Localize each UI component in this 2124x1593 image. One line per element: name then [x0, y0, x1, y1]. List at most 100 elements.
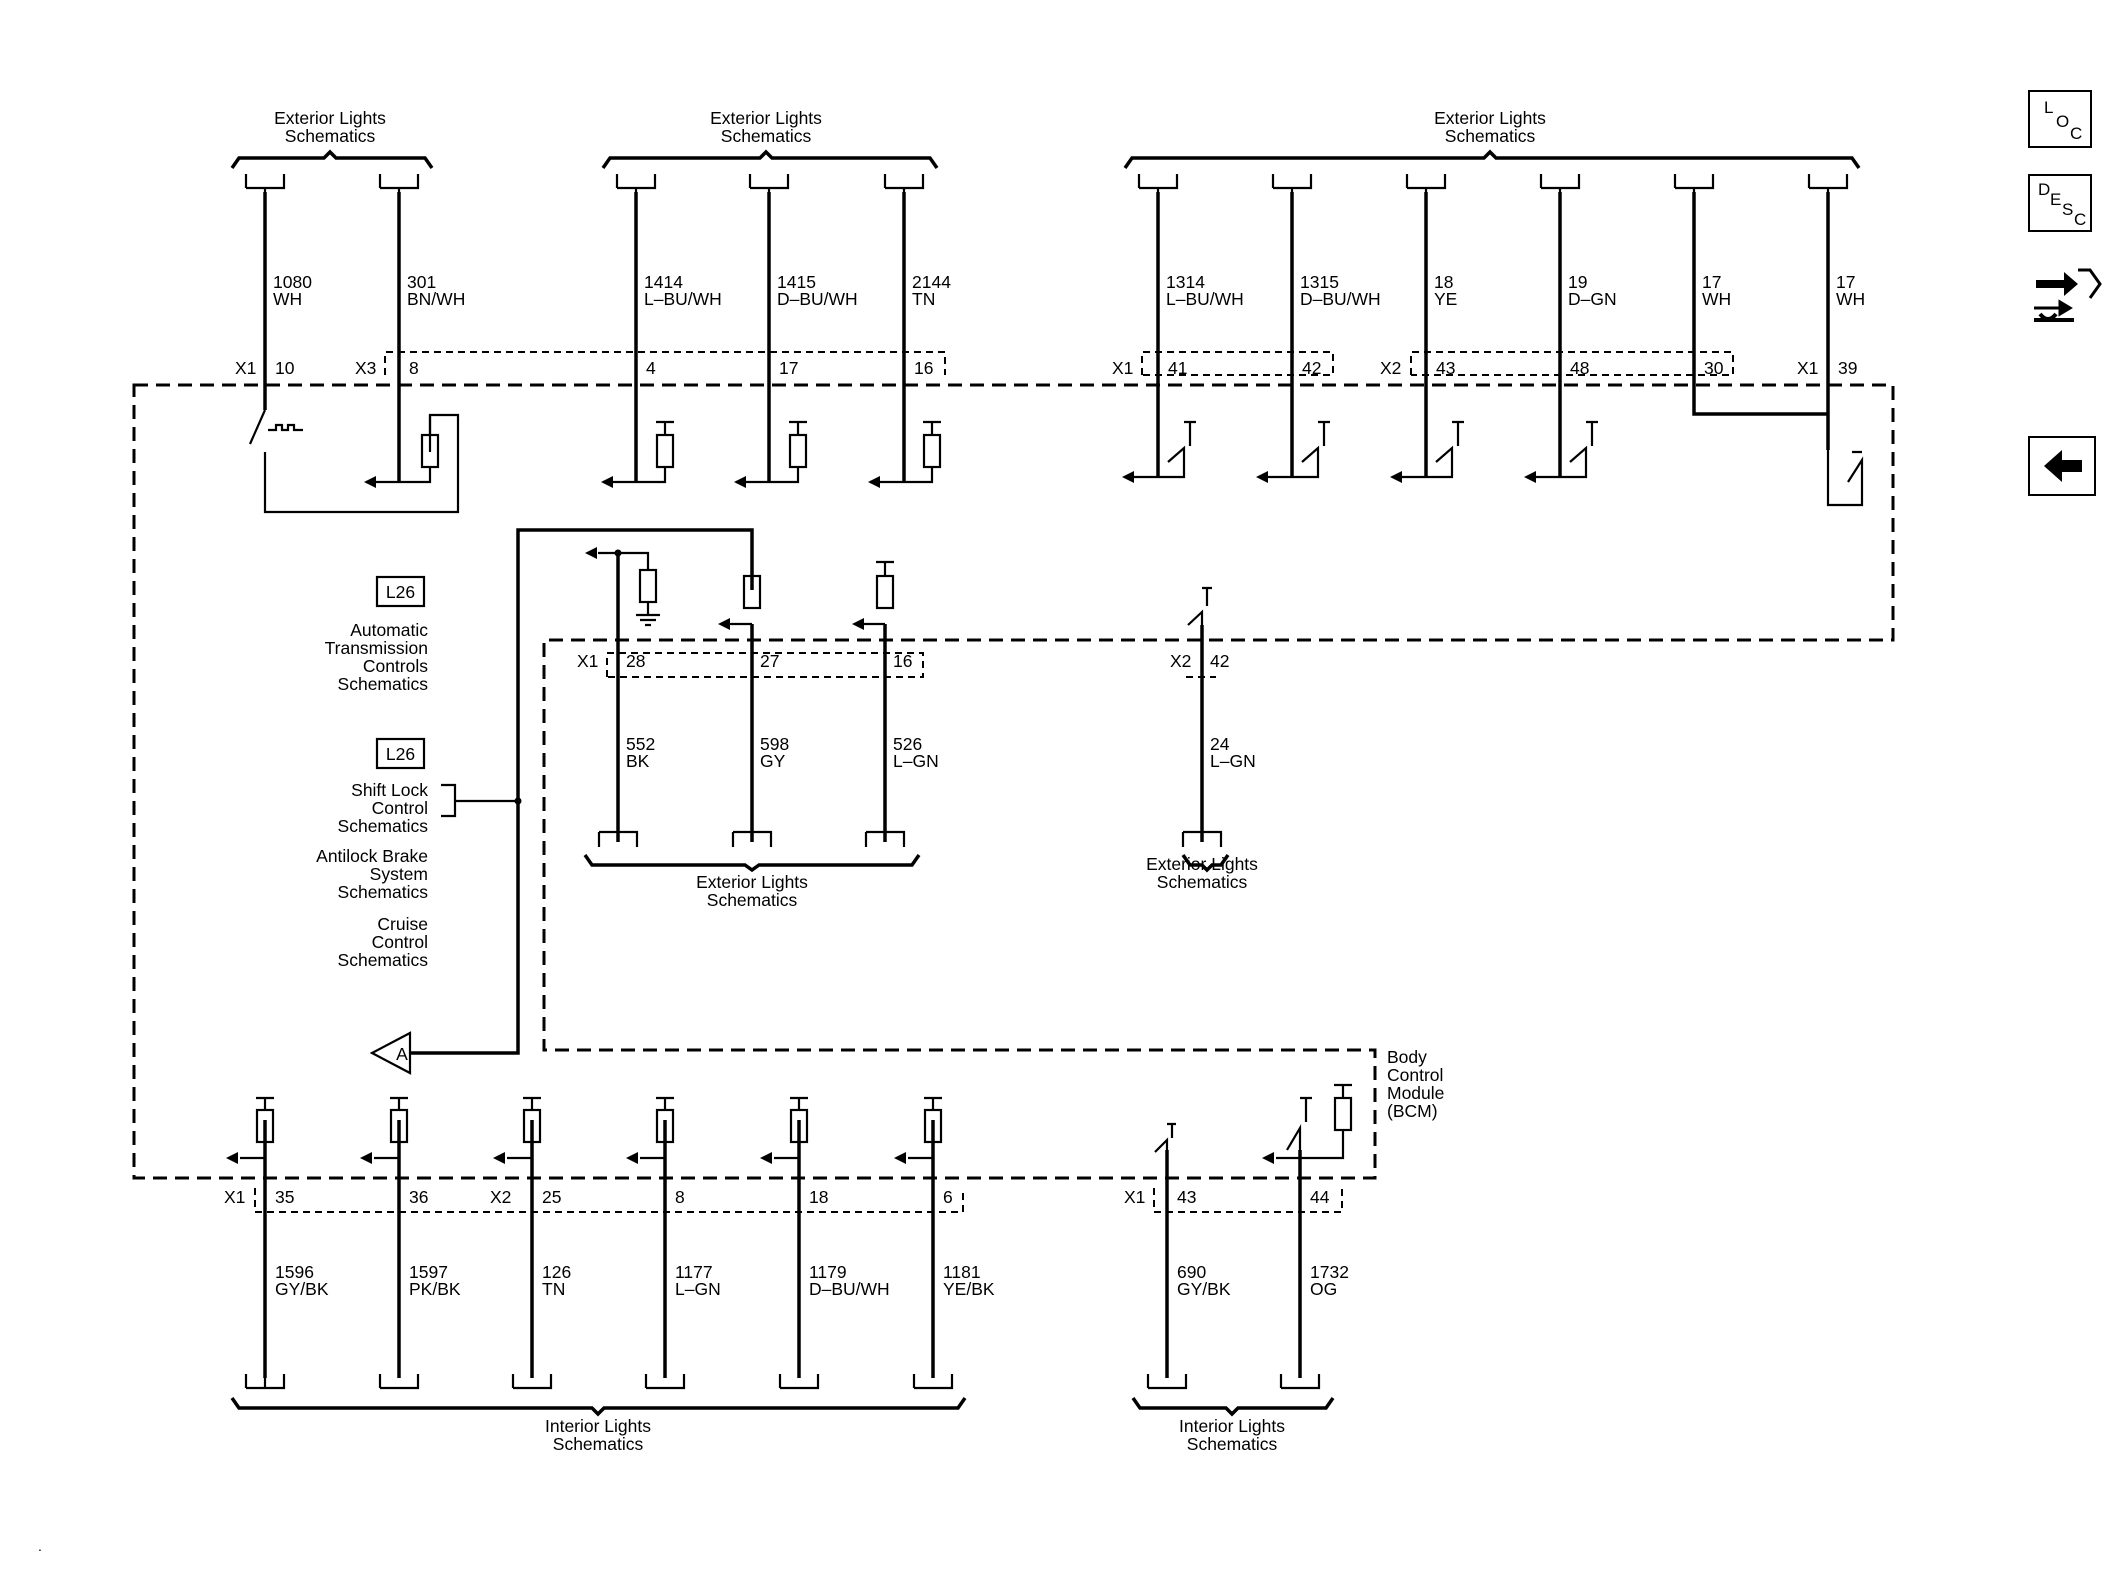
- description-button[interactable]: D E S C: [2028, 174, 2092, 232]
- wire-circuit: 1314: [1166, 272, 1205, 292]
- wire-circuit: 1080: [273, 272, 312, 292]
- group-label-ext_d[interactable]: Exterior Lights: [696, 872, 808, 892]
- ref-label-atc[interactable]: Automatic: [350, 620, 428, 640]
- connector-id: X2: [490, 1187, 511, 1207]
- wire-circuit: 1177: [675, 1262, 713, 1282]
- wire-color: PK/BK: [409, 1279, 461, 1299]
- group-label-ext_e[interactable]: Exterior Lights: [1146, 854, 1258, 874]
- wire-circuit: 17: [1702, 272, 1721, 292]
- pin-number: 27: [760, 651, 779, 671]
- pin-number: 48: [1570, 358, 1589, 378]
- ref-label-abs[interactable]: System: [370, 864, 428, 884]
- group-label-int_a[interactable]: Interior Lights: [545, 1416, 651, 1436]
- wire-circuit: 598: [760, 734, 789, 754]
- wire-circuit: 18: [1434, 272, 1453, 292]
- group-label-ext_c[interactable]: Schematics: [1445, 126, 1536, 146]
- pin-number: 18: [809, 1187, 828, 1207]
- connector-id: X1: [577, 651, 598, 671]
- bracket-ext-b: [601, 149, 939, 170]
- offpage-label[interactable]: A: [396, 1044, 408, 1064]
- group-label-int_a[interactable]: Schematics: [553, 1434, 644, 1454]
- arrow-head: [868, 476, 880, 488]
- pin-number: 16: [893, 651, 912, 671]
- pin-number: 8: [675, 1187, 685, 1207]
- bracket-shift-lock: [441, 783, 518, 818]
- ground-lead: [618, 551, 660, 627]
- connector-id: X1: [1112, 358, 1133, 378]
- connector-id: X1: [224, 1187, 245, 1207]
- connector-x1-bot2: [1153, 1188, 1343, 1213]
- pin-number: 25: [542, 1187, 561, 1207]
- group-label-ext_b[interactable]: Exterior Lights: [710, 108, 822, 128]
- ref-label-abs[interactable]: Schematics: [338, 882, 429, 902]
- option-code-2: L26: [386, 744, 415, 764]
- option-code-1: L26: [386, 582, 415, 602]
- group-label-ext_a[interactable]: Exterior Lights: [274, 108, 386, 128]
- pin-number: 43: [1436, 358, 1455, 378]
- group-label-int_b[interactable]: Interior Lights: [1179, 1416, 1285, 1436]
- resistor: [638, 568, 658, 604]
- connector-x2-top: [1410, 351, 1734, 376]
- ref-label-atc[interactable]: Controls: [363, 656, 428, 676]
- wire-color: GY/BK: [275, 1279, 329, 1299]
- bracket-ext-a: [230, 149, 434, 170]
- wire-circuit: 1414: [644, 272, 683, 292]
- module-label: Module: [1387, 1083, 1444, 1103]
- arrow-head: [1390, 471, 1402, 483]
- terminal: [597, 830, 639, 847]
- group-label-ext_d[interactable]: Schematics: [707, 890, 798, 910]
- arrow-head: [364, 476, 376, 488]
- location-button[interactable]: L O C: [2028, 90, 2092, 148]
- connector-id: X2: [1380, 358, 1401, 378]
- arrow-head: [1524, 471, 1536, 483]
- bracket-ext-e: [1181, 853, 1230, 873]
- module-label: (BCM): [1387, 1101, 1438, 1121]
- ref-label-cruise[interactable]: Cruise: [377, 914, 428, 934]
- switch: [1158, 420, 1196, 479]
- group-label-ext_c[interactable]: Exterior Lights: [1434, 108, 1546, 128]
- pin-number: 28: [626, 651, 645, 671]
- ref-label-cruise[interactable]: Schematics: [338, 950, 429, 970]
- group-label-ext_a[interactable]: Schematics: [285, 126, 376, 146]
- wire-color: TN: [542, 1279, 565, 1299]
- pin-number: 4: [646, 358, 656, 378]
- ref-label-atc[interactable]: Transmission: [325, 638, 428, 658]
- ref-label-cruise[interactable]: Control: [372, 932, 428, 952]
- ref-label-atc[interactable]: Schematics: [338, 674, 429, 694]
- group-label-ext_b[interactable]: Schematics: [721, 126, 812, 146]
- wire-color: D–BU/WH: [1300, 289, 1381, 309]
- wire-circuit: 1315: [1300, 272, 1339, 292]
- group-label-int_b[interactable]: Schematics: [1187, 1434, 1278, 1454]
- connector-id: X1: [1124, 1187, 1145, 1207]
- wire-color: BN/WH: [407, 289, 465, 309]
- module-label: Body: [1387, 1047, 1427, 1067]
- ref-label-shift_lock[interactable]: Schematics: [338, 816, 429, 836]
- option-box-1: [375, 575, 426, 608]
- wire-color: D–GN: [1568, 289, 1617, 309]
- wire-circuit: 1179: [809, 1262, 847, 1282]
- ref-label-abs[interactable]: Antilock Brake: [316, 846, 428, 866]
- ref-label-shift_lock[interactable]: Control: [372, 798, 428, 818]
- connector-end-view-icon[interactable]: [2030, 262, 2102, 332]
- ref-label-shift_lock[interactable]: Shift Lock: [351, 780, 428, 800]
- wire-color: L–GN: [675, 1279, 721, 1299]
- wire-circuit: 1597: [409, 1262, 448, 1282]
- bottom-terminals: [244, 1374, 1321, 1390]
- arrow-head: [601, 476, 613, 488]
- pin-number: 16: [914, 358, 933, 378]
- desc-letter-s: S: [2062, 200, 2074, 219]
- wire-color: YE/BK: [943, 1279, 995, 1299]
- wire-color: WH: [273, 289, 302, 309]
- back-button[interactable]: [2028, 436, 2096, 496]
- wire-circuit: 2144: [912, 272, 951, 292]
- wire-color: WH: [1836, 289, 1865, 309]
- pin-number: 36: [409, 1187, 428, 1207]
- splice: [614, 549, 622, 557]
- desc-letter-e: E: [2050, 190, 2062, 209]
- pin-number: 41: [1168, 358, 1187, 378]
- terminal: [731, 830, 773, 847]
- wire-circuit: 301: [407, 272, 436, 292]
- module-label: Control: [1387, 1065, 1443, 1085]
- group-label-ext_e[interactable]: Schematics: [1157, 872, 1248, 892]
